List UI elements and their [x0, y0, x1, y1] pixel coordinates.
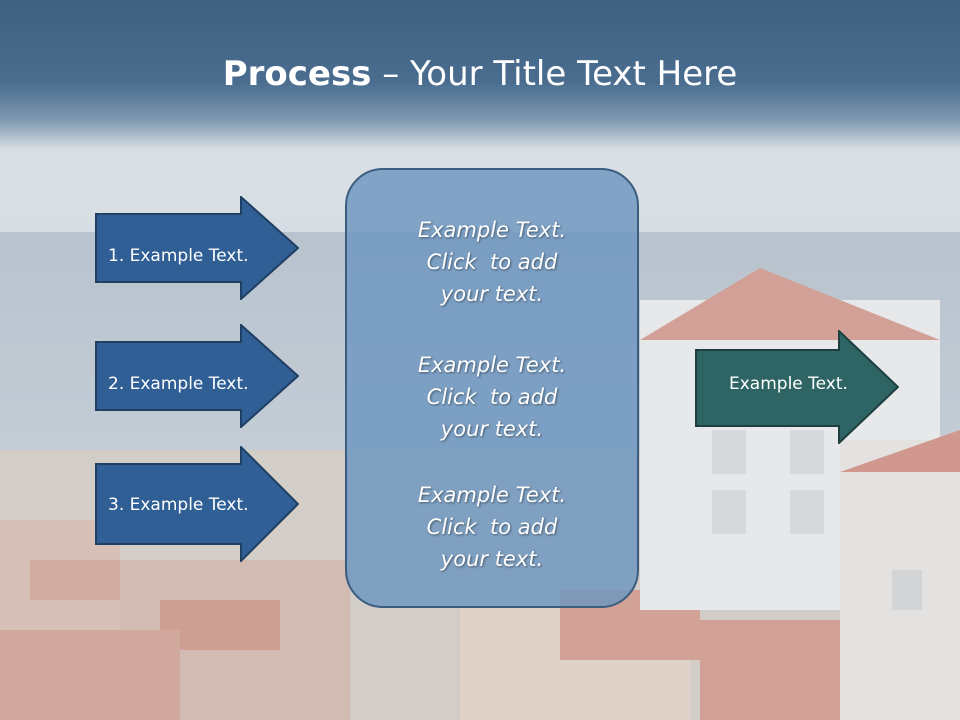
left-arrow-3-label: 3. Example Text. [108, 495, 249, 515]
center-block-3-line-1: Example Text. [417, 483, 567, 507]
center-block-3: Example Text. Click to add your text. [347, 479, 637, 575]
center-text-box[interactable]: Example Text. Click to add your text. Ex… [345, 168, 639, 608]
right-arrow[interactable] [695, 330, 899, 444]
left-arrow-2[interactable] [95, 324, 299, 428]
center-block-3-line-3: your text. [440, 547, 544, 571]
left-arrow-3[interactable] [95, 446, 299, 562]
center-block-1-line-2: Click to add [426, 250, 558, 274]
left-arrow-1[interactable] [95, 196, 299, 300]
center-block-3-line-2: Click to add [426, 515, 558, 539]
center-block-1: Example Text. Click to add your text. [347, 214, 637, 310]
title-bold: Process [222, 54, 372, 94]
page-title: Process – Your Title Text Here [0, 52, 960, 96]
title-bar [0, 0, 960, 150]
center-block-2-line-3: your text. [440, 417, 544, 441]
left-arrow-2-label: 2. Example Text. [108, 374, 249, 394]
center-block-1-line-1: Example Text. [417, 218, 567, 242]
center-block-1-line-3: your text. [440, 282, 544, 306]
right-arrow-label: Example Text. [729, 374, 848, 394]
title-rest: – Your Title Text Here [371, 54, 738, 94]
center-block-2-line-2: Click to add [426, 385, 558, 409]
center-block-2-line-1: Example Text. [417, 353, 567, 377]
center-block-2: Example Text. Click to add your text. [347, 349, 637, 445]
left-arrow-1-label: 1. Example Text. [108, 246, 249, 266]
